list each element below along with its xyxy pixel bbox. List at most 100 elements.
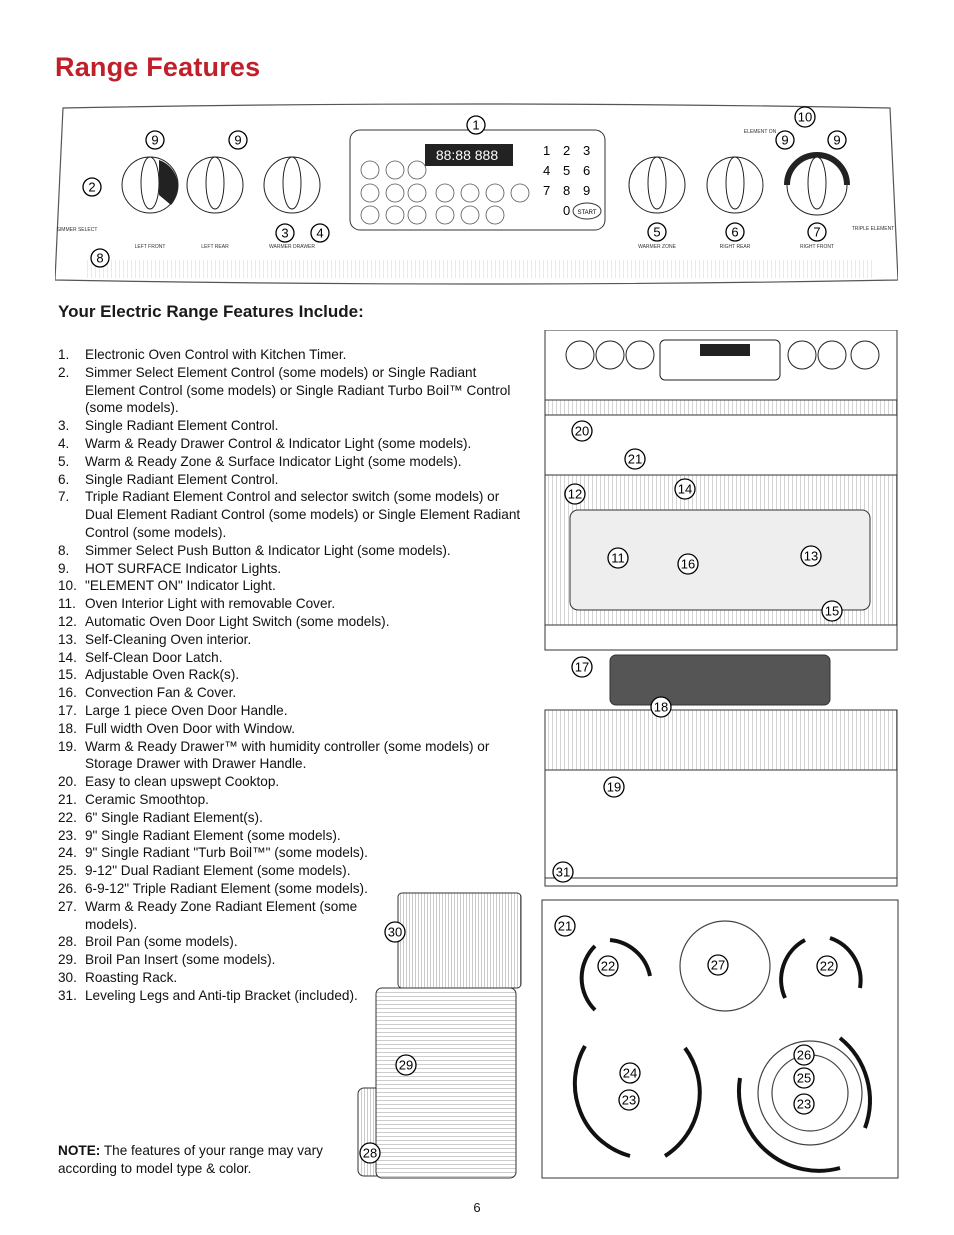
svg-text:23: 23	[622, 1093, 636, 1108]
callout-9c: 9	[775, 130, 795, 150]
callout-27: 27	[707, 954, 729, 976]
list-item: 20.Easy to clean upswept Cooktop.	[58, 774, 280, 790]
callout-20: 20	[571, 420, 593, 442]
list-item: 18.Full width Oven Door with Window.	[58, 720, 296, 736]
callout-23b: 23	[793, 1093, 815, 1115]
callout-6: 6	[725, 222, 745, 242]
svg-text:26: 26	[797, 1048, 811, 1063]
svg-text:9: 9	[833, 133, 840, 148]
callout-2: 2	[82, 177, 102, 197]
svg-text:8: 8	[96, 251, 103, 266]
callout-10: 10	[794, 106, 816, 128]
callout-24: 24	[619, 1062, 641, 1084]
svg-text:LEFT FRONT: LEFT FRONT	[135, 244, 166, 250]
svg-text:21: 21	[628, 452, 642, 467]
svg-text:19: 19	[607, 780, 621, 795]
list-item: 19.Warm & Ready Drawer™ with humidity co…	[58, 738, 490, 772]
knob-right-rear	[706, 156, 764, 214]
svg-text:6: 6	[583, 163, 590, 178]
list-item: 1.Electronic Oven Control with Kitchen T…	[58, 347, 347, 362]
svg-text:23: 23	[797, 1097, 811, 1112]
callout-15: 15	[821, 600, 843, 622]
callout-28: 28	[359, 1142, 381, 1164]
list-item: 8.Simmer Select Push Button & Indicator …	[58, 542, 451, 558]
note: NOTE: The features of your range may var…	[58, 1143, 323, 1176]
page-number: 6	[473, 1200, 481, 1215]
callout-22b: 22	[816, 955, 838, 977]
callout-9b: 9	[228, 130, 248, 150]
callout-26: 26	[793, 1044, 815, 1066]
svg-text:3: 3	[583, 143, 590, 158]
svg-text:4: 4	[543, 163, 550, 178]
callout-13: 13	[800, 545, 822, 567]
svg-text:2: 2	[88, 180, 95, 195]
svg-text:WARMER DRAWER: WARMER DRAWER	[269, 244, 315, 250]
callout-12: 12	[564, 483, 586, 505]
list-item: 28.Broil Pan (some models).	[58, 934, 238, 950]
callout-17: 17	[571, 656, 593, 678]
list-item: 11.Oven Interior Light with removable Co…	[58, 596, 336, 612]
svg-text:3: 3	[281, 226, 288, 241]
callout-7: 7	[807, 222, 827, 242]
callout-18: 18	[650, 696, 672, 718]
svg-text:8: 8	[563, 183, 570, 198]
list-item: 14.Self-Clean Door Latch.	[58, 649, 223, 665]
svg-text:15: 15	[825, 604, 839, 619]
svg-text:START: START	[577, 210, 596, 216]
list-item: 17.Large 1 piece Oven Door Handle.	[58, 702, 288, 718]
list-item: 30.Roasting Rack.	[58, 969, 178, 985]
list-item: 5.Warm & Ready Zone & Surface Indicator …	[58, 453, 462, 469]
svg-text:16: 16	[681, 557, 695, 572]
svg-text:11: 11	[611, 551, 625, 566]
svg-text:22: 22	[820, 959, 834, 974]
broil-pan-illustration: 30 29 28	[357, 892, 522, 1179]
svg-text:5: 5	[653, 225, 660, 240]
svg-text:28: 28	[363, 1146, 377, 1161]
svg-text:17: 17	[575, 660, 589, 675]
callout-31: 31	[552, 861, 574, 883]
knob-left-front	[121, 156, 179, 214]
callout-1: 1	[466, 115, 486, 135]
callout-14: 14	[674, 478, 696, 500]
callout-22: 22	[597, 955, 619, 977]
svg-text:9: 9	[151, 133, 158, 148]
callout-5: 5	[647, 222, 667, 242]
svg-text:25: 25	[797, 1071, 811, 1086]
callout-21: 21	[554, 915, 576, 937]
svg-text:30: 30	[388, 925, 402, 940]
callout-30: 30	[384, 921, 406, 943]
list-item: 31.Leveling Legs and Anti-tip Bracket (i…	[58, 987, 358, 1003]
svg-text:SIMMER SELECT: SIMMER SELECT	[57, 227, 98, 233]
callout-19: 19	[603, 776, 625, 798]
svg-text:1: 1	[472, 118, 479, 133]
svg-text:10: 10	[798, 110, 812, 125]
svg-text:22: 22	[601, 959, 615, 974]
list-item: 29.Broil Pan Insert (some models).	[58, 952, 276, 968]
svg-text:18: 18	[654, 700, 668, 715]
svg-text:20: 20	[575, 424, 589, 439]
list-item: 7.Triple Radiant Element Control and sel…	[58, 489, 521, 540]
range-front-illustration: 20 21 12 14 11 16 13 15 17 18 19 31	[544, 330, 898, 887]
svg-text:9: 9	[583, 183, 590, 198]
svg-text:7: 7	[543, 183, 550, 198]
svg-text:21: 21	[558, 919, 572, 934]
oven-control-keypad: 88:88 888 1 2 3 4 5 6 7 8 9 0 START	[349, 129, 606, 231]
svg-text:12: 12	[568, 487, 582, 502]
feature-list: 1.Electronic Oven Control with Kitchen T…	[58, 346, 528, 1004]
svg-text:88:88 888: 88:88 888	[436, 147, 498, 163]
knob-warmer-zone	[628, 156, 686, 214]
svg-text:LEFT REAR: LEFT REAR	[201, 244, 229, 250]
callout-29: 29	[395, 1054, 417, 1076]
svg-text:9: 9	[781, 133, 788, 148]
page-title: Range Features	[55, 52, 261, 82]
list-item: 4.Warm & Ready Drawer Control & Indicato…	[58, 435, 472, 451]
svg-text:9: 9	[234, 133, 241, 148]
knob-left-rear	[186, 156, 244, 214]
cooktop-illustration: 21 22 27 22 24 23 26 25 23	[541, 899, 899, 1179]
svg-text:29: 29	[399, 1058, 413, 1073]
svg-text:24: 24	[623, 1066, 637, 1081]
svg-text:31: 31	[556, 865, 570, 880]
list-item: 22.6" Single Radiant Element(s).	[58, 809, 263, 825]
callout-8: 8	[90, 248, 110, 268]
svg-text:4: 4	[316, 226, 323, 241]
